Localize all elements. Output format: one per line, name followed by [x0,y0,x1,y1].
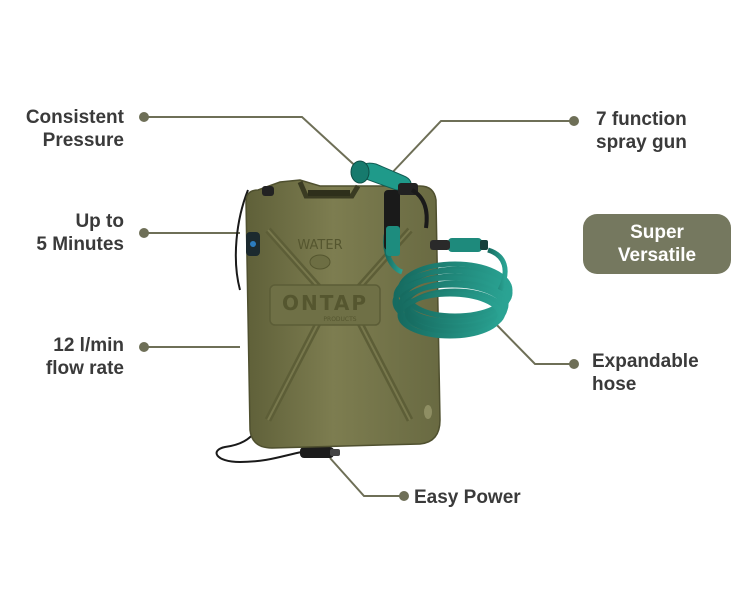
spray-gun [350,160,429,256]
super-versatile-badge: Super Versatile [583,214,731,274]
dot-spray-gun [569,116,579,126]
label-consistent-pressure: Consistent Pressure [25,107,124,151]
tank-brand-logo: ONTAP [282,291,368,315]
drain-hole [424,405,432,419]
label-expandable-hose: Expandable hose [592,351,699,395]
dot-expandable-hose [569,359,579,369]
power-cable [215,189,303,464]
dot-up-to-minutes [139,228,149,238]
tank-water-text: WATER [297,238,342,253]
connector-spray-gun [387,120,574,178]
connector-dots [139,112,579,501]
label-flow-rate: 12 l/min flow rate [45,335,124,379]
tank-cap-emblem [309,254,331,270]
tank-brand-sub: PRODUCTS [323,316,356,323]
connector-lines [144,116,574,497]
hose-connector [430,238,488,252]
label-spray-gun: 7 function spray gun [596,109,687,153]
connector-easy-power [329,457,404,497]
cigarette-plug [300,447,340,458]
dot-flow-rate [139,342,149,352]
label-easy-power: Easy Power [414,487,521,508]
dot-consistent-pressure [139,112,149,122]
connector-expandable-hose [489,317,574,365]
dot-easy-power [399,491,409,501]
label-up-to-minutes: Up to 5 Minutes [36,211,124,255]
connector-consistent-pressure [144,116,363,173]
side-clip [262,186,274,196]
switch-control [246,232,260,256]
